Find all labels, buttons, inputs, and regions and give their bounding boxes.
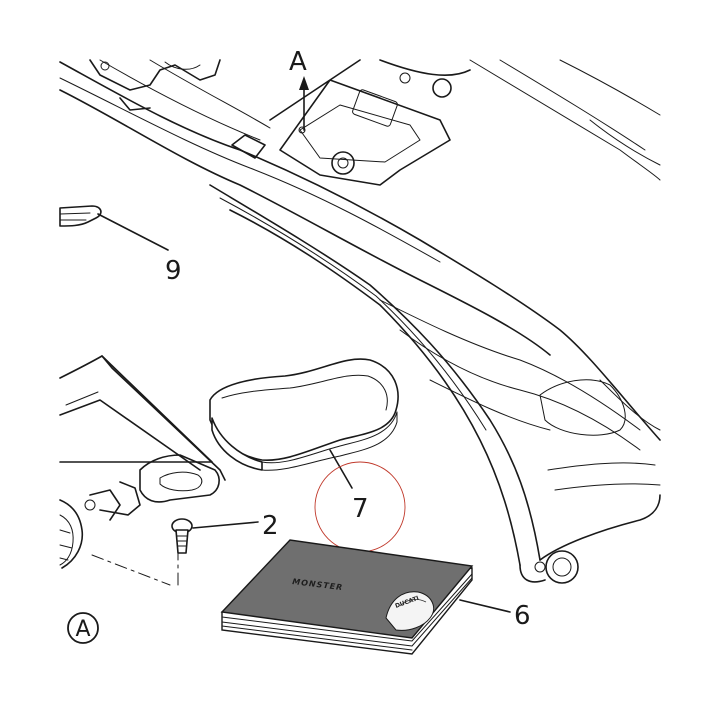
callout-2: 2 [262,511,279,541]
callout-9: 9 [165,256,182,286]
part-2-screw [171,518,259,554]
view-a-top-callout: A [289,47,307,77]
part-7-seat-pad [209,358,399,489]
storage-tray [59,355,226,591]
ducati-badge: DUCATI [385,591,434,631]
view-a-marker: A [67,612,99,644]
rear-subframe [59,59,661,584]
view-a-letter: A [75,617,90,642]
callout-7: 7 [352,494,369,524]
callout-6: 6 [514,601,531,631]
part-6-owners-manual[interactable]: MONSTER DUCATI [220,539,511,655]
part-9-hook [59,205,169,251]
